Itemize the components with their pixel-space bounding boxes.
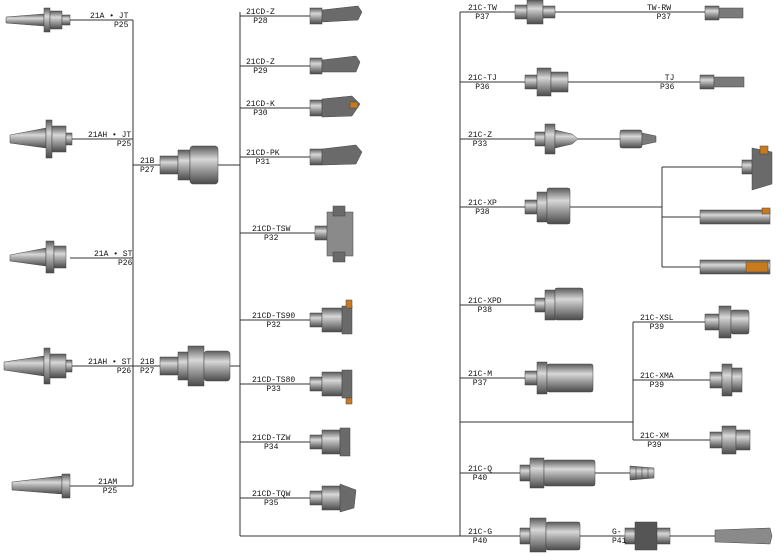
cutter-21cd-z-29-icon	[309, 55, 361, 75]
adapter-21c-tj-icon	[524, 67, 569, 97]
ext-tw-rw-icon	[704, 5, 744, 21]
face-mill-icon	[741, 145, 773, 191]
shank-21a-jt-icon	[5, 7, 71, 33]
shank-21a-st-icon	[9, 240, 67, 274]
adapter-21c-z-icon	[534, 123, 579, 155]
ext-21c-xm-icon	[709, 425, 751, 455]
tap-icon	[714, 527, 773, 545]
body-21b-bottom-icon	[159, 345, 231, 387]
cutter-21cd-tzw-icon	[309, 427, 351, 457]
collet-icon	[629, 465, 655, 481]
cutter-21cd-ts80-icon	[309, 369, 353, 405]
ext-21c-xma-icon	[709, 363, 743, 397]
adapter-21c-xpd-icon	[534, 287, 584, 321]
shank-21am-icon	[11, 473, 71, 499]
adapter-21c-tw-icon	[514, 0, 556, 25]
boring-bar-a-icon	[699, 207, 771, 225]
body-21b-top-icon	[159, 145, 219, 185]
drill-chuck-icon	[619, 129, 657, 149]
boring-bar-b-icon	[699, 259, 771, 275]
ext-tj-icon	[699, 74, 745, 90]
cutter-21cd-k-icon	[309, 95, 361, 118]
adapter-21c-xp-icon	[524, 187, 571, 225]
shank-21ah-st-icon	[3, 347, 73, 385]
cutter-21cd-tsw-icon	[314, 205, 354, 263]
cutter-21cd-tqw-icon	[309, 483, 357, 513]
ext-g-icon	[624, 521, 671, 551]
ext-21c-xsl-icon	[704, 305, 750, 339]
adapter-21c-q-icon	[519, 457, 596, 489]
label-ext-g: G-P41	[612, 528, 627, 546]
adapter-21c-m-icon	[524, 361, 594, 395]
cutter-21cd-pk-icon	[309, 144, 363, 166]
adapter-21c-g-icon	[519, 517, 581, 553]
cutter-21cd-ts90-icon	[309, 299, 353, 335]
cutter-21cd-z-28-icon	[309, 5, 363, 25]
shank-21ah-jt-icon	[9, 119, 73, 159]
